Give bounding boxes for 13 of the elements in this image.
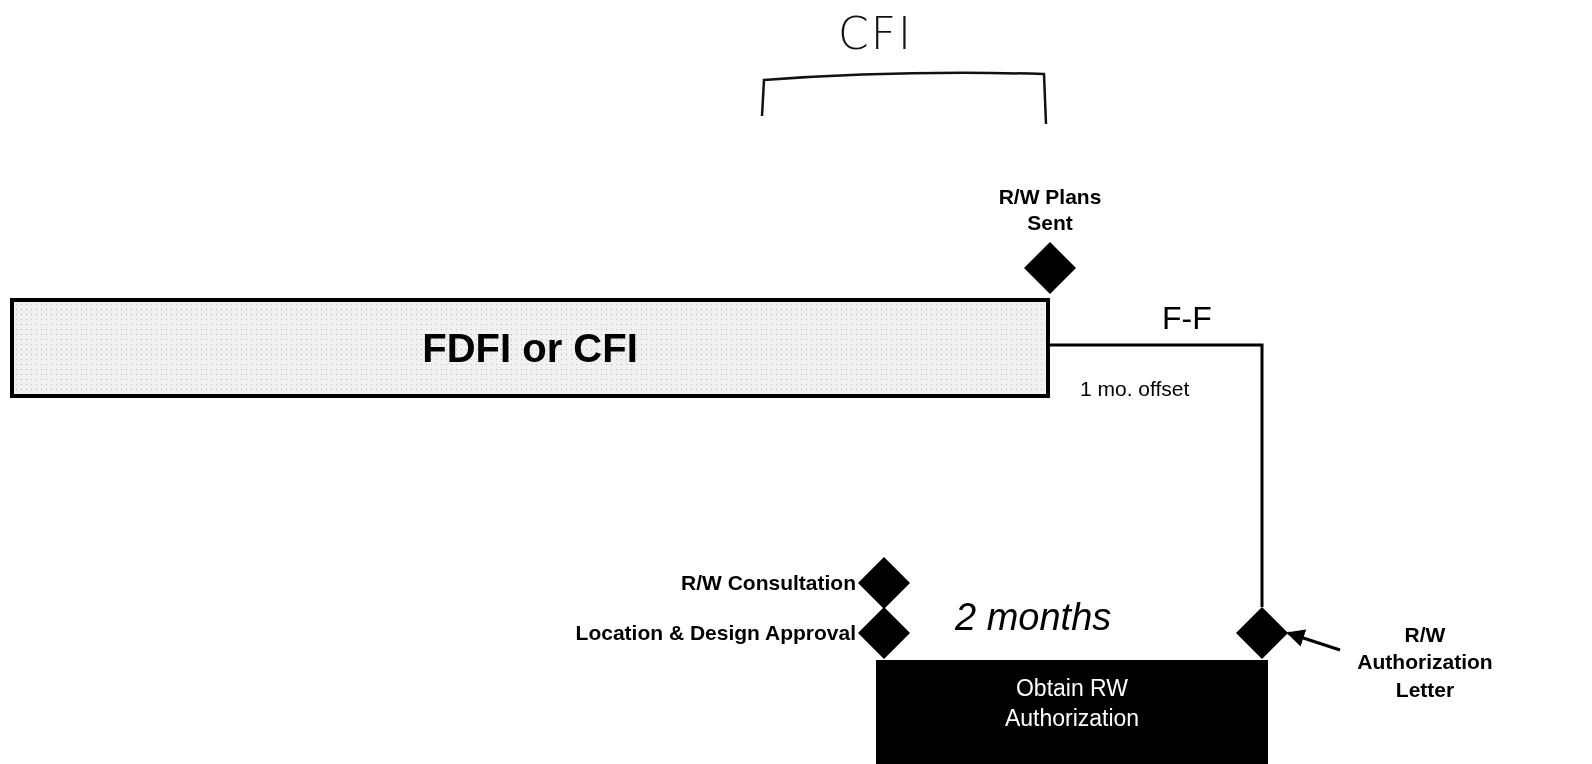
handwritten-note: CFI xyxy=(838,8,913,59)
task-bar xyxy=(10,298,1050,398)
duration-label: 2 months xyxy=(955,596,1112,639)
milestone-label: R/W Plans Sent xyxy=(997,183,1103,236)
arrow xyxy=(1286,629,1341,652)
offset-note: 1 mo. offset xyxy=(1080,377,1190,401)
task-label: FDFI or CFI xyxy=(422,325,638,371)
callout-label: R/W Authorization Letter xyxy=(1356,622,1494,703)
connector-line xyxy=(1050,343,1264,607)
milestone-label: Location & Design Approval xyxy=(575,621,856,645)
milestone-label: R/W Consultation xyxy=(681,571,856,595)
task-box xyxy=(876,660,1268,764)
task-label: Obtain RW Authorization xyxy=(1003,674,1141,733)
